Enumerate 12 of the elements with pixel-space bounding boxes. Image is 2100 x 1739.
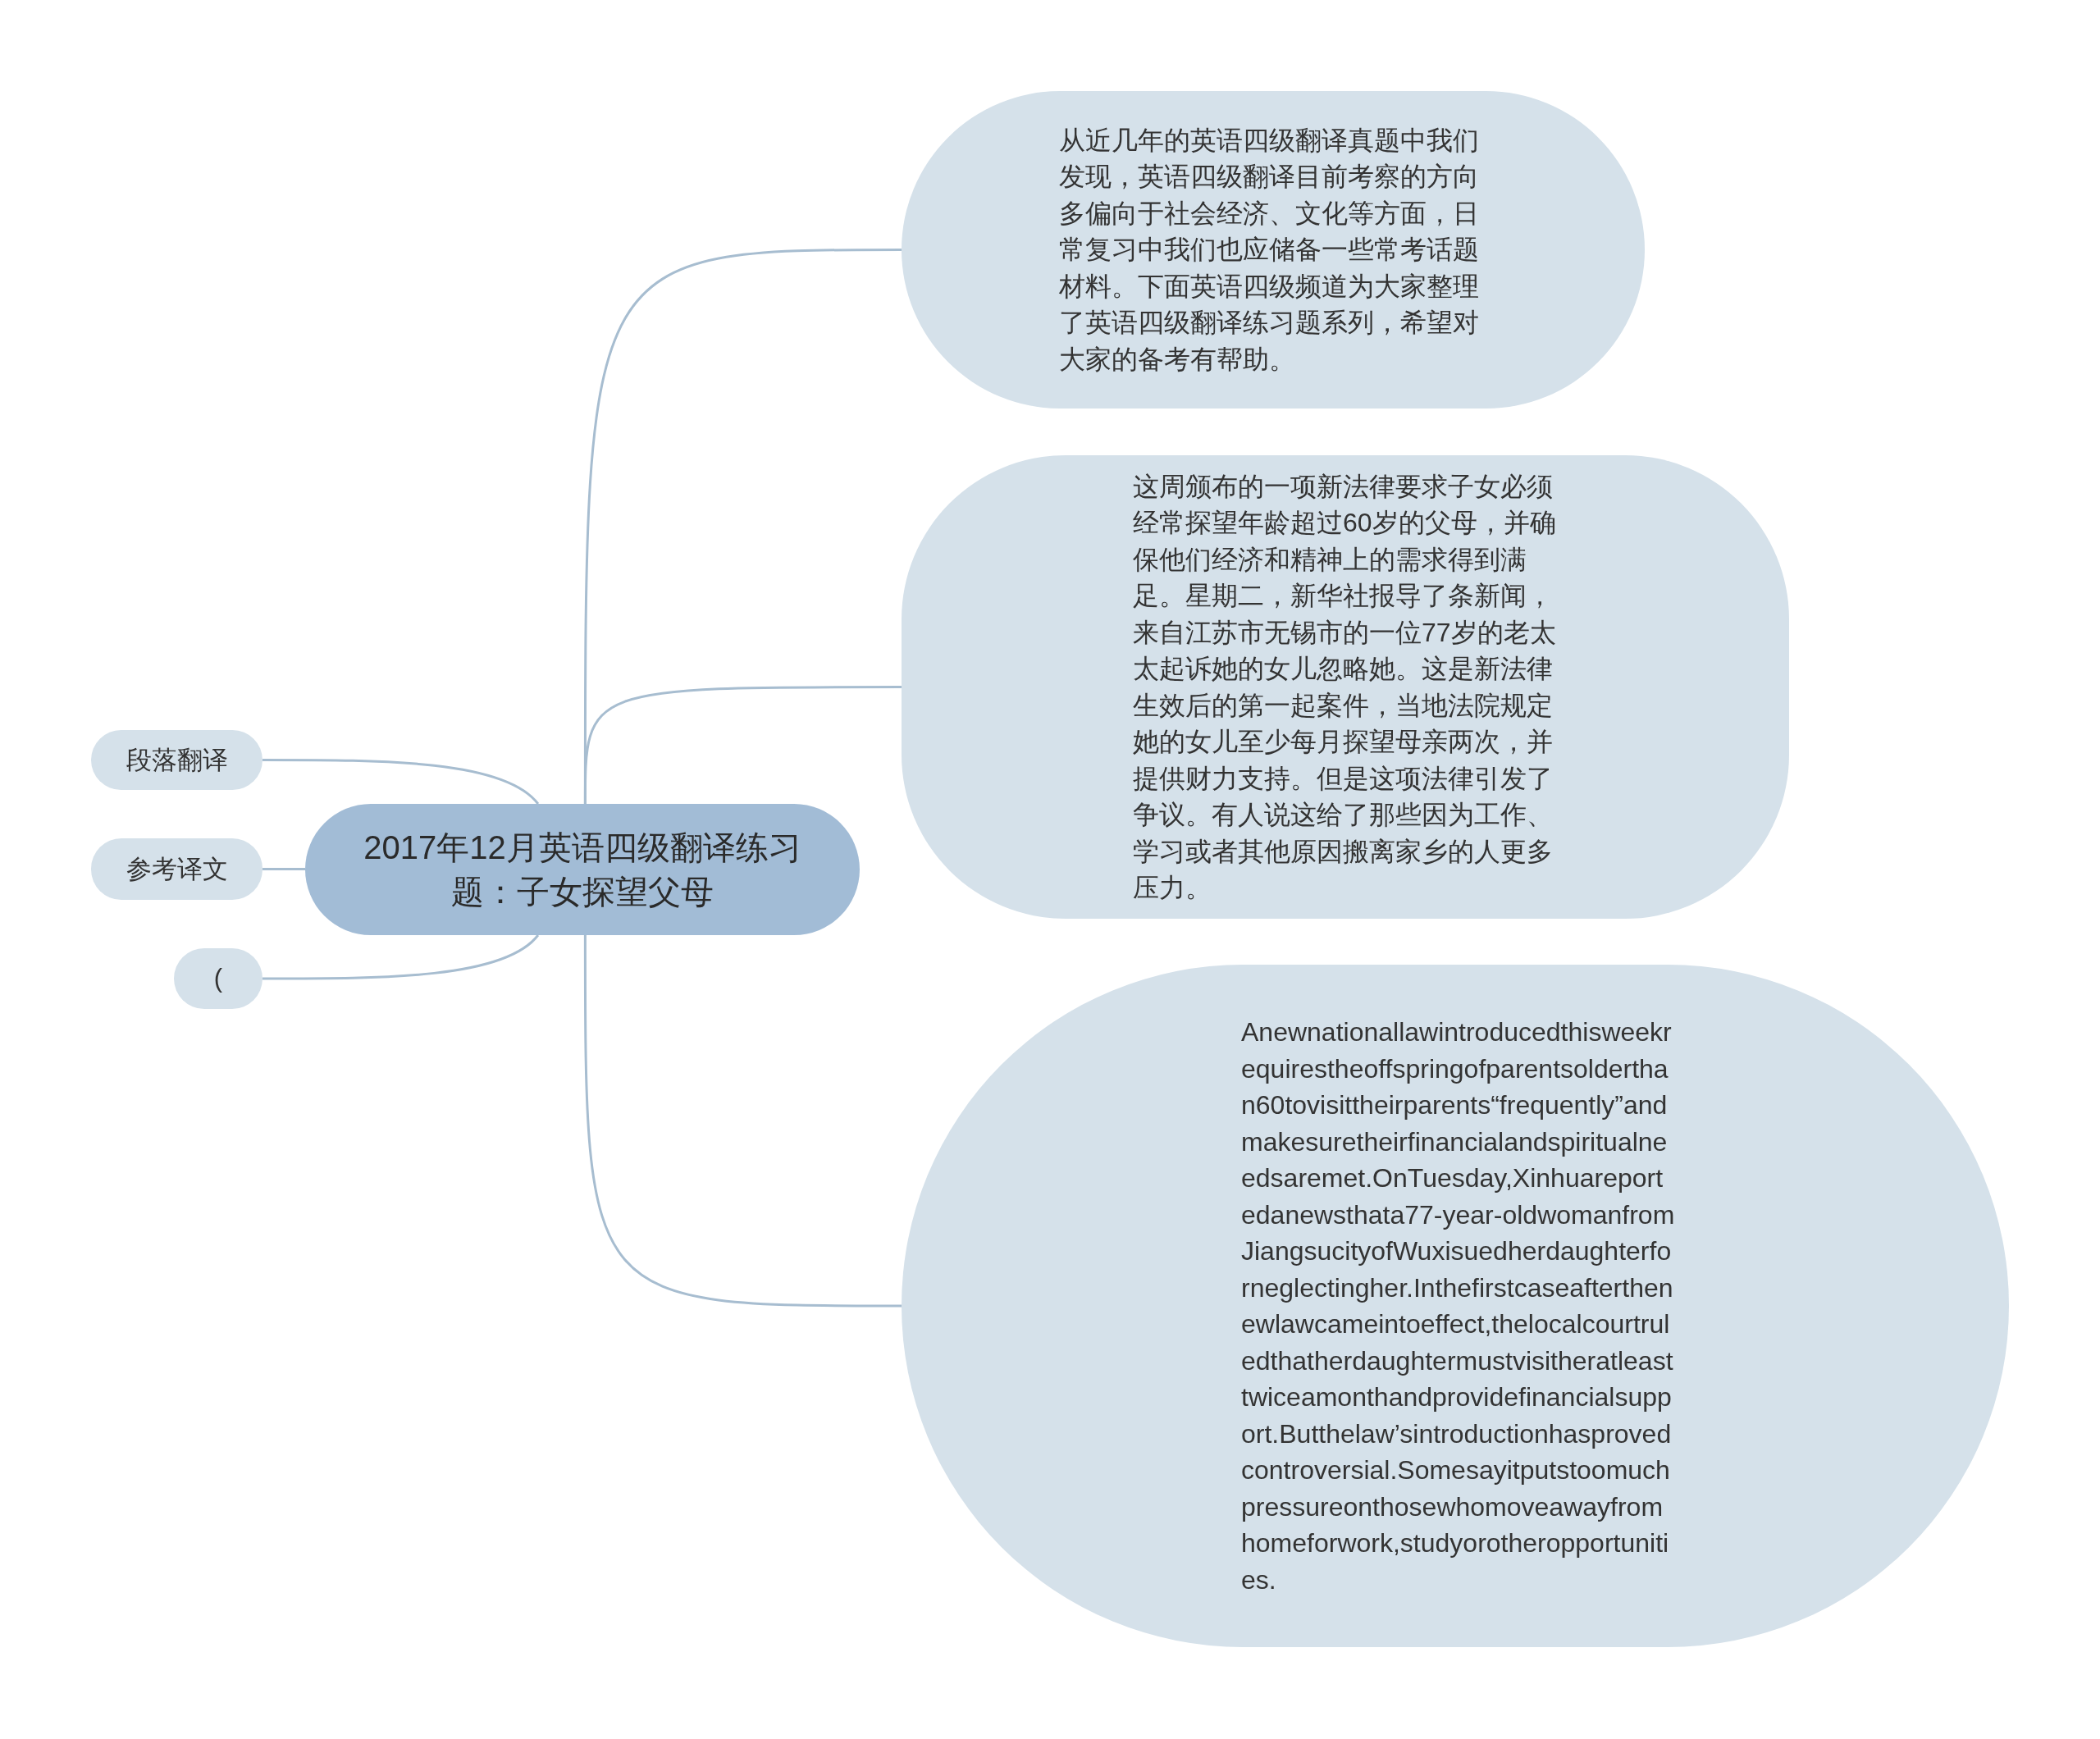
branch-text: 段落翻译: [126, 744, 228, 776]
connector-line: [262, 868, 305, 870]
branch-text: (: [213, 963, 223, 994]
topic-text: 2017年12月英语四级翻译练习题：子女探望父母: [363, 828, 802, 911]
connector-line: [583, 686, 902, 804]
connector-line: [583, 935, 902, 1308]
connector-line: [262, 933, 539, 980]
paragraph-text: 从近几年的英语四级翻译真题中我们发现，英语四级翻译目前考察的方向多偏向于社会经济、文化等方面，日常复习中我们也应储备一些常考话题材料。下面英语四级频道为大家整理了英语四级翻译练习题系列，希望对大家的备考有帮助。: [1059, 124, 1480, 376]
branch-text: 参考译文: [126, 853, 228, 885]
paragraph-text: 这周颁布的一项新法律要求子女必须经常探望年龄超过60岁的父母，并确保他们经济和精神上的需求得到满足。星期二，新华社报导了条新闻，来自江苏市无锡市的一位77岁的老太太起诉她的女儿忽略她。这是新法律生效后的第一起案件，当地法院规定她的女儿至少每月探望母亲两次，并提供财力支持。但是这项法律引发了争议。有人说这给了那些因为工作、学习或者其他原因搬离家乡的人更多压力。: [1133, 470, 1557, 904]
paragraph-text: Anewnationallawintroducedthisweekrequirestheoffspringofparentsolderthan60tovisittheirparents“frequently”andmakesuretheirfinancialandspiritualneedsaremet.OnTuesday,Xinhuareportedanewsthata77-year-oldwomanfromJiangsucityofWuxisuedherdaughterforneglectingher.Inthefirstcaseafterthenewlawcameintoeffect,thelocalcourtruledthatherdaughtermustvisitheratleasttwiceamonthandprovidefinancialsupport.Butthelaw’sintroductionhasprovedcontroversial.Somesayitputstoomuchpressureonthosewhomoveawayfromhomeforwork,studyorotheropportunities.: [1241, 1016, 1676, 1596]
connector-line: [262, 759, 539, 806]
